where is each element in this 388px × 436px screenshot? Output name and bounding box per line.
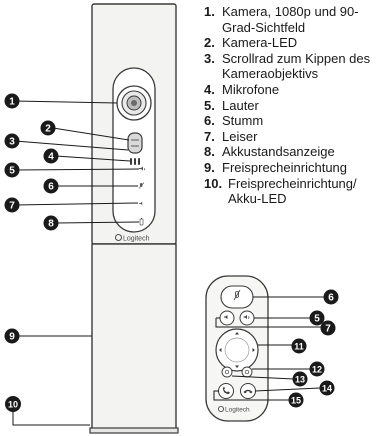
legend-item-3: 3.Scrollrad zum Kippen des Kameraobjekti… xyxy=(204,50,371,82)
remote-callout-13: 13 xyxy=(292,371,308,387)
svg-text:6: 6 xyxy=(328,293,334,304)
callout-8: 8 xyxy=(43,215,59,231)
callout-3: 3 xyxy=(4,133,20,149)
device-base xyxy=(89,427,179,434)
volume-up-icon xyxy=(139,166,145,171)
battery-icon xyxy=(139,218,144,226)
svg-text:13: 13 xyxy=(295,375,305,385)
remote-mute-icon xyxy=(233,289,241,301)
svg-text:4: 4 xyxy=(48,152,54,163)
device-logo: Logitech xyxy=(115,234,150,243)
callout-2: 2 xyxy=(40,120,56,136)
camera-device: Logitech xyxy=(89,3,179,434)
device-leader-lines xyxy=(12,100,140,426)
svg-text:10: 10 xyxy=(8,400,18,410)
svg-text:11: 11 xyxy=(294,342,304,352)
svg-text:8: 8 xyxy=(48,219,54,230)
remote-callout-14: 14 xyxy=(319,380,335,396)
legend-item-4: 4.Mikrofone xyxy=(204,81,280,97)
remote-callout-15: 15 xyxy=(288,392,304,408)
svg-text:6: 6 xyxy=(48,182,54,193)
tilt-scroll-wheel xyxy=(127,132,143,154)
camera-lens xyxy=(116,85,152,121)
remote-answer-button xyxy=(218,383,234,399)
remote-callout-11: 11 xyxy=(291,338,307,354)
svg-text:5: 5 xyxy=(314,314,320,325)
remote-volume-down-button xyxy=(219,310,235,326)
remote-callout-5: 5 xyxy=(309,310,325,326)
remote-direction-ring xyxy=(215,328,259,372)
remote-callout-12: 12 xyxy=(309,361,325,377)
callout-4: 4 xyxy=(43,148,59,164)
svg-text:2: 2 xyxy=(45,124,51,135)
remote-callout-7: 7 xyxy=(320,320,336,336)
volume-down-icon xyxy=(139,201,143,206)
hangup-icon xyxy=(243,389,253,394)
remote-leader-lines xyxy=(213,296,326,401)
device-bottom-section xyxy=(91,243,177,431)
legend-item-1: 1.Kamera, 1080p und 90-Grad-Sichtfeld xyxy=(204,4,359,35)
remote-volume-up-button xyxy=(239,310,255,326)
remote-preset-button xyxy=(241,366,253,378)
svg-text:14: 14 xyxy=(322,384,332,394)
remote-home-button xyxy=(221,366,233,378)
legend-item-9: 9.Freisprecheinrichtung xyxy=(204,159,348,175)
svg-text:12: 12 xyxy=(312,365,322,375)
microphone-holes xyxy=(130,158,140,165)
remote-callouts: 6 5 7 11 12 13 14 15 xyxy=(288,289,339,408)
legend: 1.Kamera, 1080p und 90-Grad-Sichtfeld 2.… xyxy=(204,4,386,207)
remote-hangup-button xyxy=(240,383,256,399)
callout-6: 6 xyxy=(43,178,59,194)
callout-7: 7 xyxy=(4,197,20,213)
remote-callout-6: 6 xyxy=(323,289,339,305)
legend-item-7: 7.Leiser xyxy=(204,128,258,144)
svg-text:1: 1 xyxy=(9,97,15,108)
svg-text:3: 3 xyxy=(9,137,15,148)
device-callouts: 1 2 3 4 5 6 7 8 9 10 xyxy=(4,93,59,412)
mute-icon xyxy=(138,182,145,189)
legend-item-10: 10.Freisprecheinrichtung/ Akku-LED xyxy=(204,175,357,207)
svg-text:7: 7 xyxy=(325,324,331,335)
callout-9: 9 xyxy=(4,328,20,344)
legend-item-5: 5.Lauter xyxy=(204,97,259,113)
callout-1: 1 xyxy=(4,93,20,109)
device-logo-text: Logitech xyxy=(123,236,150,243)
svg-text:7: 7 xyxy=(9,201,15,212)
legend-item-2: 2.Kamera-LED xyxy=(204,35,298,51)
callout-5: 5 xyxy=(4,162,20,178)
svg-text:15: 15 xyxy=(291,396,301,406)
remote-control: Logitech xyxy=(205,275,269,422)
svg-text:9: 9 xyxy=(9,332,15,343)
remote-logo-text: Logitech xyxy=(225,407,250,414)
svg-text:5: 5 xyxy=(9,166,15,177)
remote-logo: Logitech xyxy=(217,405,250,414)
phone-icon xyxy=(223,386,230,394)
legend-item-6: 6.Stumm xyxy=(204,113,264,129)
callout-10: 10 xyxy=(5,396,21,412)
remote-mute-button xyxy=(220,285,254,309)
legend-item-8: 8.Akkustandsanzeige xyxy=(204,144,335,160)
